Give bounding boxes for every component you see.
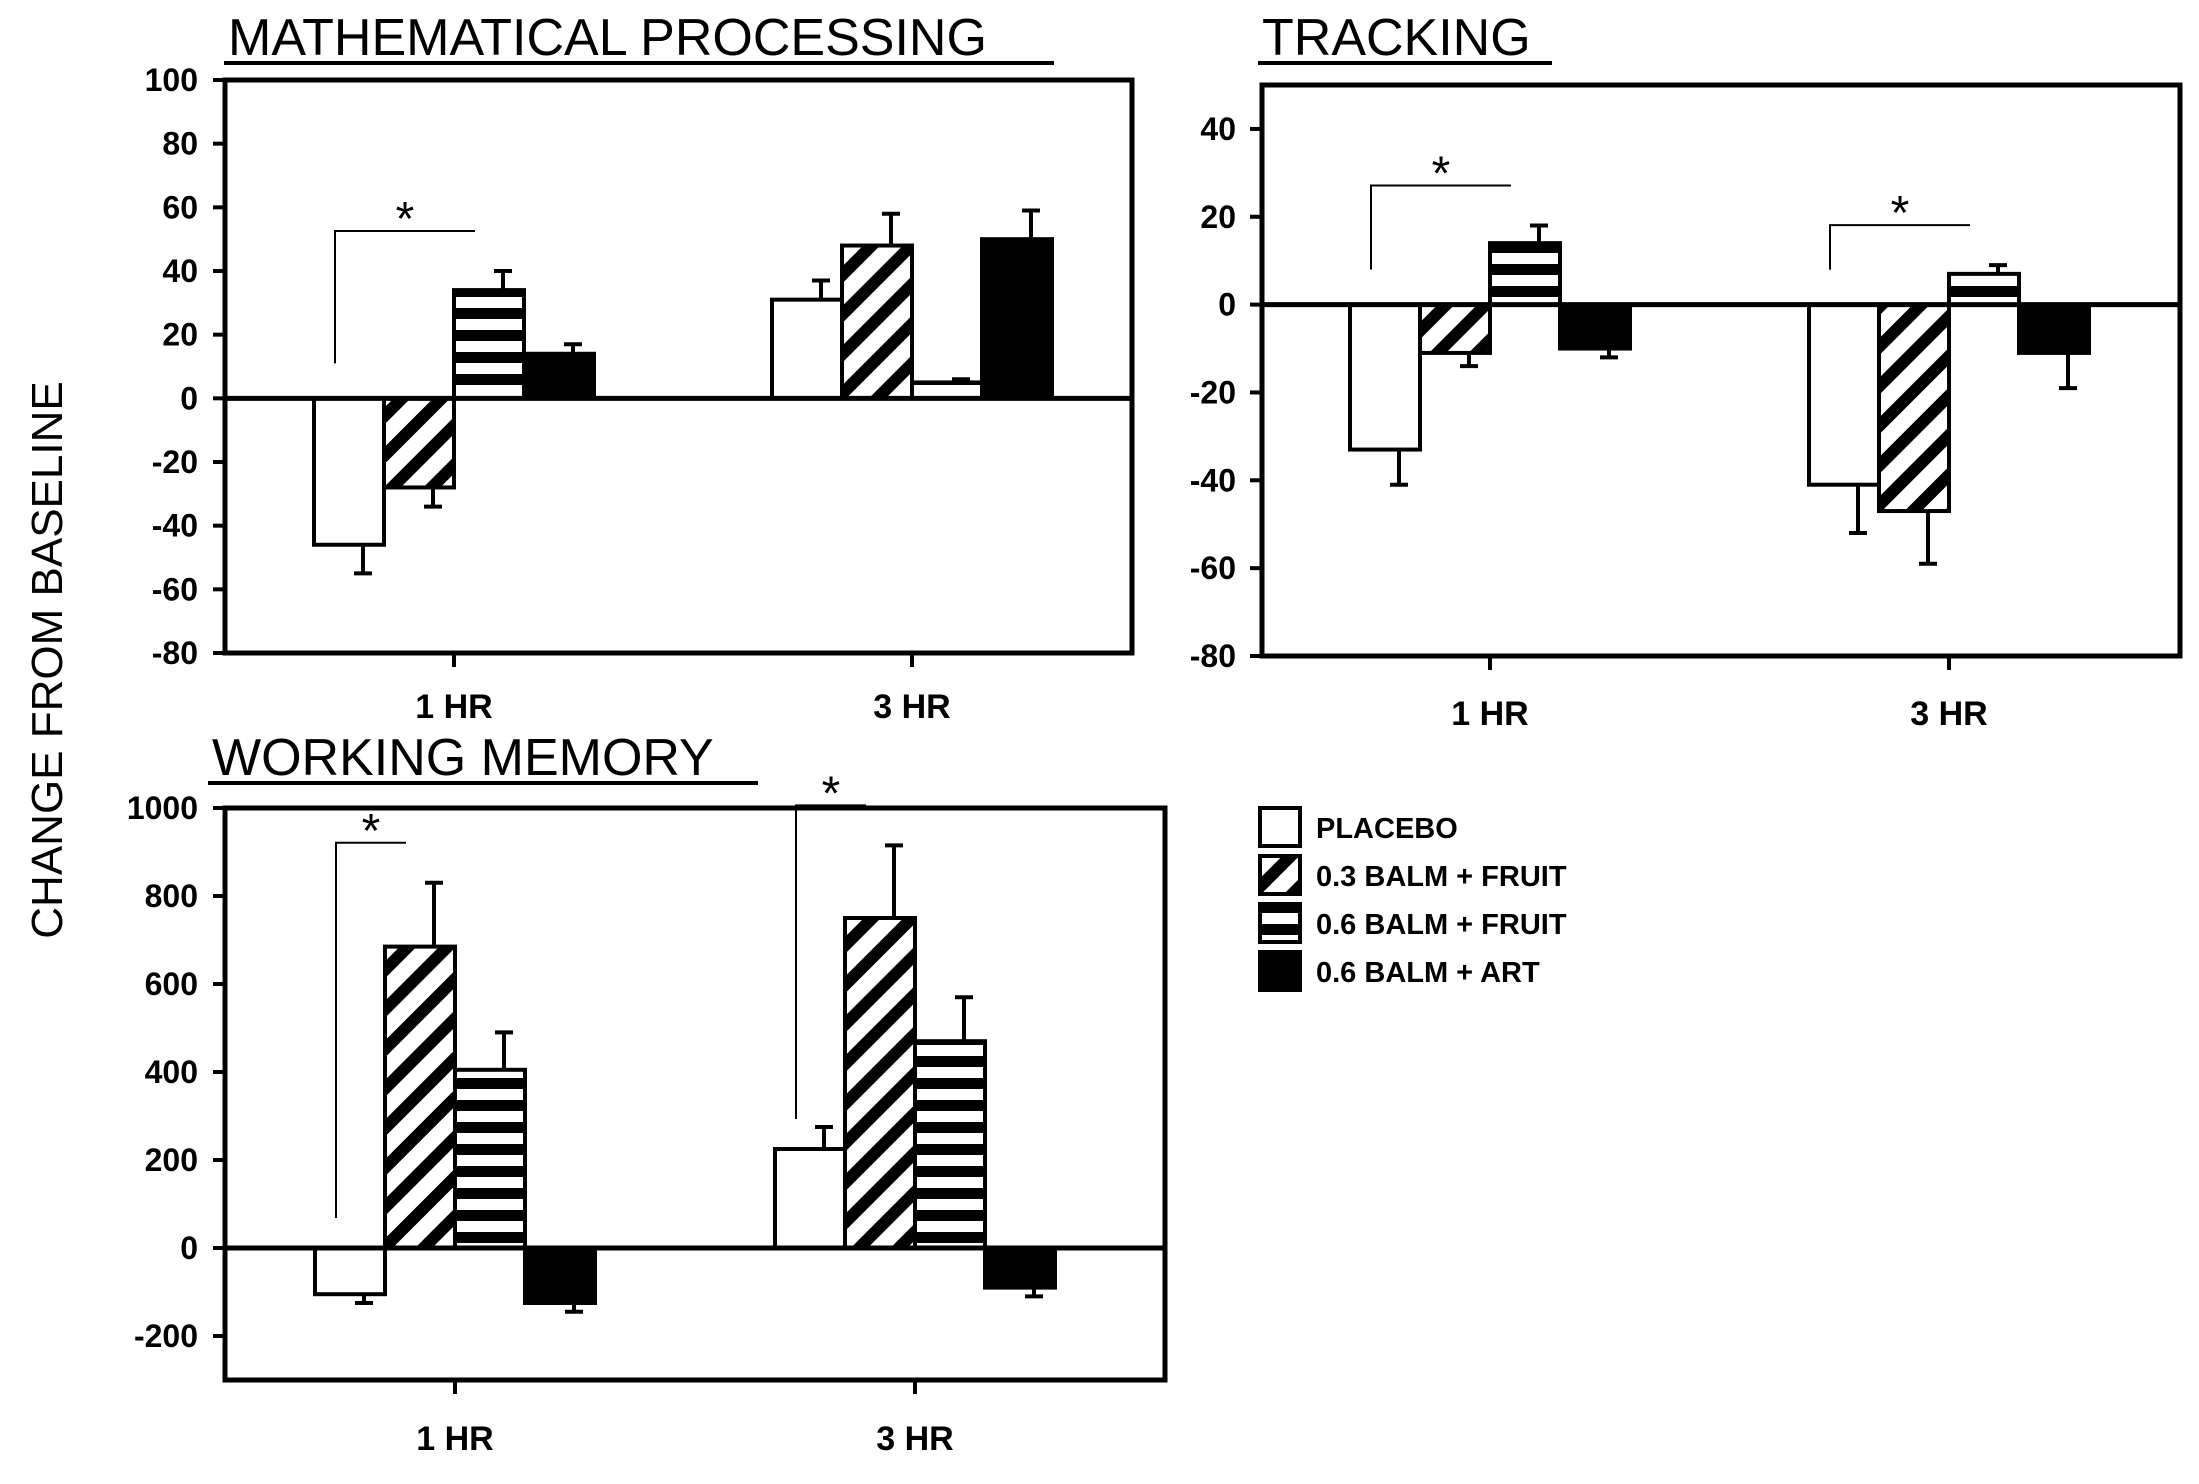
y-tick-label: 0 <box>1218 287 1236 323</box>
y-tick-label: -60 <box>152 571 198 607</box>
x-tick-label: 1 HR <box>416 1420 493 1458</box>
significance-star: * <box>362 805 381 858</box>
significance-bracket <box>1370 184 1511 270</box>
significance-bracket <box>334 230 475 364</box>
y-tick-label: 20 <box>162 317 198 353</box>
bar <box>1418 302 1492 355</box>
y-tick-label: 400 <box>145 1054 198 1090</box>
bar <box>1558 302 1632 351</box>
panel-working-memory: WORKING MEMORY 1000 800 600 400 200 0 -200 1 HR… <box>127 729 1168 1458</box>
bar <box>522 351 596 401</box>
panel-tracking: TRACKING 40 20 0 -20 -40 -60 -80 1 HR 3 HR * * <box>1190 9 2183 733</box>
significance-bracket <box>795 804 866 1119</box>
bar <box>773 1147 847 1250</box>
panel-title: TRACKING <box>1262 9 1531 67</box>
y-tick-label: -60 <box>1190 550 1236 586</box>
x-tick-label: 3 HR <box>1910 695 1987 733</box>
panel-mathematical-processing: MATHEMATICAL PROCESSING 100 80 60 40 20 0 -20 -… <box>145 9 1135 726</box>
legend-label: 0.3 BALM + FRUIT <box>1316 861 1567 893</box>
legend-label: 0.6 BALM + ART <box>1316 957 1540 989</box>
y-tick-label: -40 <box>1190 462 1236 498</box>
x-tick-label: 3 HR <box>873 688 950 726</box>
bar <box>1807 302 1881 487</box>
significance-star: * <box>1432 148 1451 201</box>
y-tick-label: 20 <box>1200 199 1236 235</box>
y-tick-label: 200 <box>145 1142 198 1178</box>
y-tick-label: -80 <box>1190 638 1236 674</box>
y-tick-label: 60 <box>162 189 198 225</box>
plot-frame <box>222 805 1168 1383</box>
bar <box>1877 302 1951 514</box>
y-tick-label: 0 <box>180 1230 198 1266</box>
legend-label: 0.6 BALM + FRUIT <box>1316 909 1567 941</box>
bar <box>2017 302 2091 355</box>
y-tick-label: -200 <box>134 1318 198 1354</box>
significance-star: * <box>396 193 415 246</box>
panel-title: WORKING MEMORY <box>212 729 714 787</box>
legend-swatch <box>1258 902 1302 944</box>
y-tick-label: 80 <box>162 126 198 162</box>
y-tick-label: 40 <box>1200 111 1236 147</box>
bar <box>1488 241 1562 307</box>
bar <box>1947 271 2021 307</box>
y-tick-label: 1000 <box>127 790 198 826</box>
significance-star: * <box>1891 187 1910 240</box>
y-axis-label: CHANGE FROM BASELINE <box>23 381 72 938</box>
plot-frame <box>1259 82 2183 659</box>
x-tick-label: 1 HR <box>415 688 492 726</box>
legend: PLACEBO 0.3 BALM + FRUIT 0.6 BALM + FRUIT 0… <box>1258 806 1567 992</box>
y-tick-label: -20 <box>1190 374 1236 410</box>
bar <box>383 944 457 1250</box>
y-tick-label: 0 <box>180 380 198 416</box>
bar <box>1348 302 1422 452</box>
bar <box>840 243 914 401</box>
y-tick-label: -20 <box>152 444 198 480</box>
y-tick-label: 600 <box>145 966 198 1002</box>
x-tick-label: 1 HR <box>1451 695 1528 733</box>
bar <box>382 396 456 490</box>
bar <box>453 1067 527 1251</box>
bar <box>452 288 526 401</box>
legend-swatch <box>1258 950 1302 992</box>
significance-bracket <box>335 841 406 1218</box>
legend-label: PLACEBO <box>1316 813 1458 845</box>
bar <box>843 916 917 1250</box>
bar <box>913 1039 987 1250</box>
significance-star: * <box>822 767 841 820</box>
y-tick-label: -40 <box>152 508 198 544</box>
bar <box>980 237 1054 401</box>
bar <box>313 1246 387 1297</box>
legend-swatch <box>1258 806 1302 848</box>
bar <box>983 1246 1057 1290</box>
panel-title: MATHEMATICAL PROCESSING <box>228 9 987 67</box>
y-tick-label: 40 <box>162 253 198 289</box>
bar <box>523 1246 597 1305</box>
significance-bracket <box>1829 224 1970 270</box>
x-tick-label: 3 HR <box>876 1420 953 1458</box>
bar <box>770 297 844 401</box>
y-tick-label: 100 <box>145 62 198 98</box>
bar <box>312 396 386 547</box>
plot-frame <box>222 77 1135 656</box>
y-tick-label: 800 <box>145 878 198 914</box>
legend-swatch <box>1258 854 1302 896</box>
y-tick-label: -80 <box>152 635 198 671</box>
